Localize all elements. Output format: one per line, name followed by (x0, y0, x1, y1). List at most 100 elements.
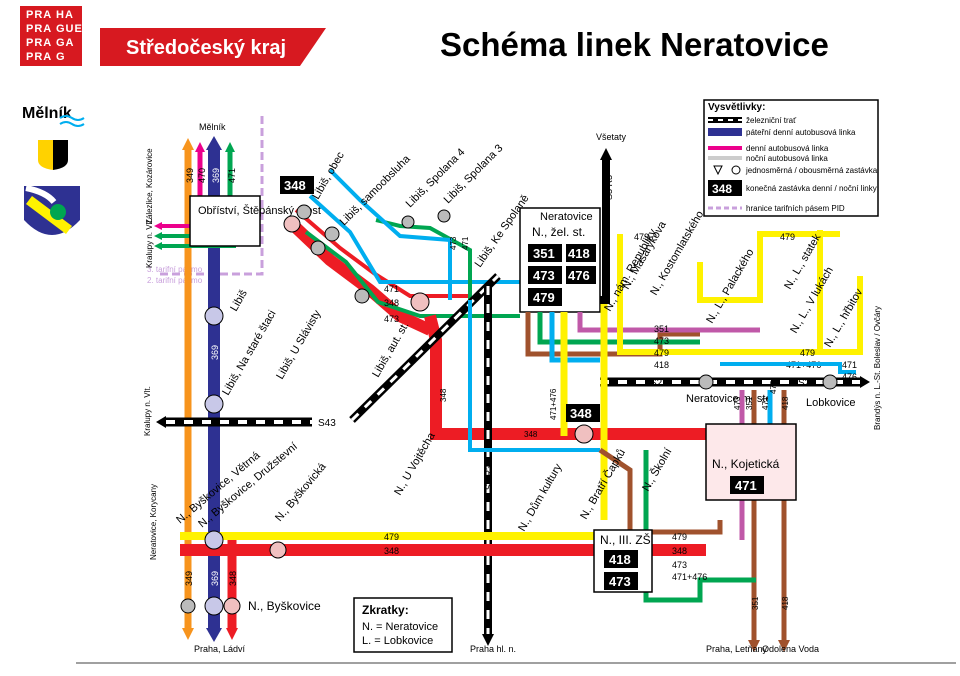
stop-byskovice: N., Byškovice (248, 599, 321, 613)
terminal-badge: 476 (568, 268, 590, 283)
line-label: 479 (672, 532, 687, 542)
terminal-badge: 473 (533, 268, 555, 283)
line-label: 471+476 (672, 572, 707, 582)
line-label: 418 (654, 360, 669, 370)
logo-text: PRA (26, 37, 53, 49)
direction-vsetaty: Všetaty (596, 132, 627, 142)
legend-item: noční autobusová linka (746, 154, 828, 163)
abbrev-n: N. = Neratovice (362, 621, 438, 633)
logo-text: PRA (26, 23, 53, 35)
kraj-name: Středočeský kraj (126, 37, 286, 59)
terminal-badge-471: 471 (735, 478, 757, 493)
stop-iii-zs: N., III. ZŠ (600, 532, 651, 547)
direction-odolena-voda: Odolena Voda (762, 644, 819, 654)
line-label: 479 (384, 532, 399, 542)
direction-praha-letnany: Praha, Letňany (706, 644, 768, 654)
zone-2-label: 2. tarifní pásmo (147, 276, 203, 285)
emblem-melnik-label: Mělník (22, 105, 72, 122)
kraj-logo: Středočeský kraj (100, 28, 326, 66)
terminal-badge: 473 (609, 574, 631, 589)
footer-rule (76, 662, 956, 664)
legend-item: konečná zastávka denní / noční linky (746, 184, 877, 193)
line-label: 348 (524, 430, 538, 439)
direction-praha-ladvi: Praha, Ládví (194, 644, 246, 654)
line-label: 476 (769, 380, 778, 394)
stop-neratovice-mesto: Neratovice město (686, 393, 772, 405)
stop-libis-u-slavisty: Libiš, U Slávisty (274, 308, 323, 382)
line-label: 369 (210, 571, 220, 586)
line-label: 470 (197, 168, 207, 183)
direction-zalezlice: Zálezlice, Kozárovice (145, 148, 154, 224)
line-label: 369 (211, 168, 221, 183)
zone-3-label: 3. tarifní pásmo (147, 265, 203, 274)
legend-item: železniční trať (746, 116, 797, 125)
logo-text: PRA (26, 51, 53, 63)
line-label: 351 (751, 596, 760, 610)
line-label: 473 (733, 396, 742, 410)
rail-s23-a: S23 (650, 378, 668, 389)
logo-text: PRA (26, 9, 53, 21)
terminal-badge-348-center: 348 (570, 406, 592, 421)
terminal-badge: 418 (609, 552, 631, 567)
legend-title: Vysvětlivky: (708, 102, 765, 113)
line-label: 369 (210, 345, 220, 360)
melnik-coat-of-arms-icon (38, 140, 68, 170)
stop-libis-na-stare-staci: Libiš, Na staré štaci (220, 308, 278, 397)
stop-libis-obec: Libiš, obec (310, 150, 347, 202)
legend-item: hranice tarifních pásem PID (746, 204, 845, 213)
abbrev-l: L. = Lobkovice (362, 635, 433, 647)
line-label: 348 (384, 546, 399, 556)
direction-praha-hln: Praha hl. n. (470, 644, 516, 654)
rail-s43: S43 (318, 418, 336, 429)
direction-brandys: Brandýs n. L.-St. Boleslav / Ovčáry (873, 306, 882, 430)
rail-s3r3-top: S3 R3 (604, 175, 614, 200)
logo-text: GA (56, 37, 75, 49)
stop-obristvi: Obříství, Štěpánský most (198, 204, 321, 217)
line-label: 471 (461, 236, 470, 250)
direction-melnik: Mělník (199, 122, 226, 132)
line-label: 476 (842, 372, 857, 382)
line-label: 348 (672, 546, 687, 556)
line-label: 351 (745, 396, 754, 410)
line-label: 348 (384, 298, 399, 308)
logo-text: G (56, 51, 66, 63)
line-label: 473 (449, 236, 458, 250)
praha-logo: PRA HA PRA GUE PRA GA PRA G (20, 6, 82, 66)
line-label: 349 (185, 168, 195, 183)
terminal-badge: 479 (533, 290, 555, 305)
stop-kojeticka: N., Kojetická (712, 457, 780, 471)
legend-badge: 348 (712, 182, 732, 196)
line-label: 351 (654, 324, 669, 334)
stop-dum-kultury: N., Dům kultury (516, 461, 565, 533)
line-label: 471 (842, 360, 857, 370)
line-label: 473 (384, 314, 399, 324)
line-label: 349 (184, 571, 194, 586)
rail-s3r3-bottom: S3 R3 (484, 465, 494, 490)
line-label: 471+476 (549, 388, 558, 420)
legend-item: denní autobusová linka (746, 144, 829, 153)
abbrev-title: Zkratky: (362, 603, 409, 617)
logo-text: GUE (56, 23, 83, 35)
line-label: 471 (761, 396, 770, 410)
legend-item: jednosměrná / obousměrná zastávka (745, 166, 878, 175)
line-label: 479 (780, 232, 795, 242)
line-label: 348 (228, 571, 238, 586)
line-label: 479 (654, 348, 669, 358)
stop-lobkovice: Lobkovice (806, 397, 856, 409)
line-label: 479 (800, 348, 815, 358)
direction-kralupy-left: Kralupy n. Vlt. (143, 386, 152, 436)
stop-byskovicka: N., Byškovická (273, 460, 329, 524)
stop-libis-spolana-4: Libiš, Spolana 4 (404, 146, 468, 210)
neratovice-coat-of-arms-icon (24, 185, 80, 235)
line-label: 471 (227, 168, 237, 183)
line-label: 348 (439, 388, 448, 402)
line-label: 473 (654, 336, 669, 346)
rail-s23-b: S23 (798, 378, 816, 389)
direction-korycany: Neratovice, Korycany (149, 484, 158, 560)
line-label: 473 (672, 560, 687, 570)
stop-palackeho: N., L., Palackého (704, 247, 756, 326)
stop-neratovice-title: Neratovice (540, 211, 593, 223)
line-label: 479 (634, 232, 649, 242)
